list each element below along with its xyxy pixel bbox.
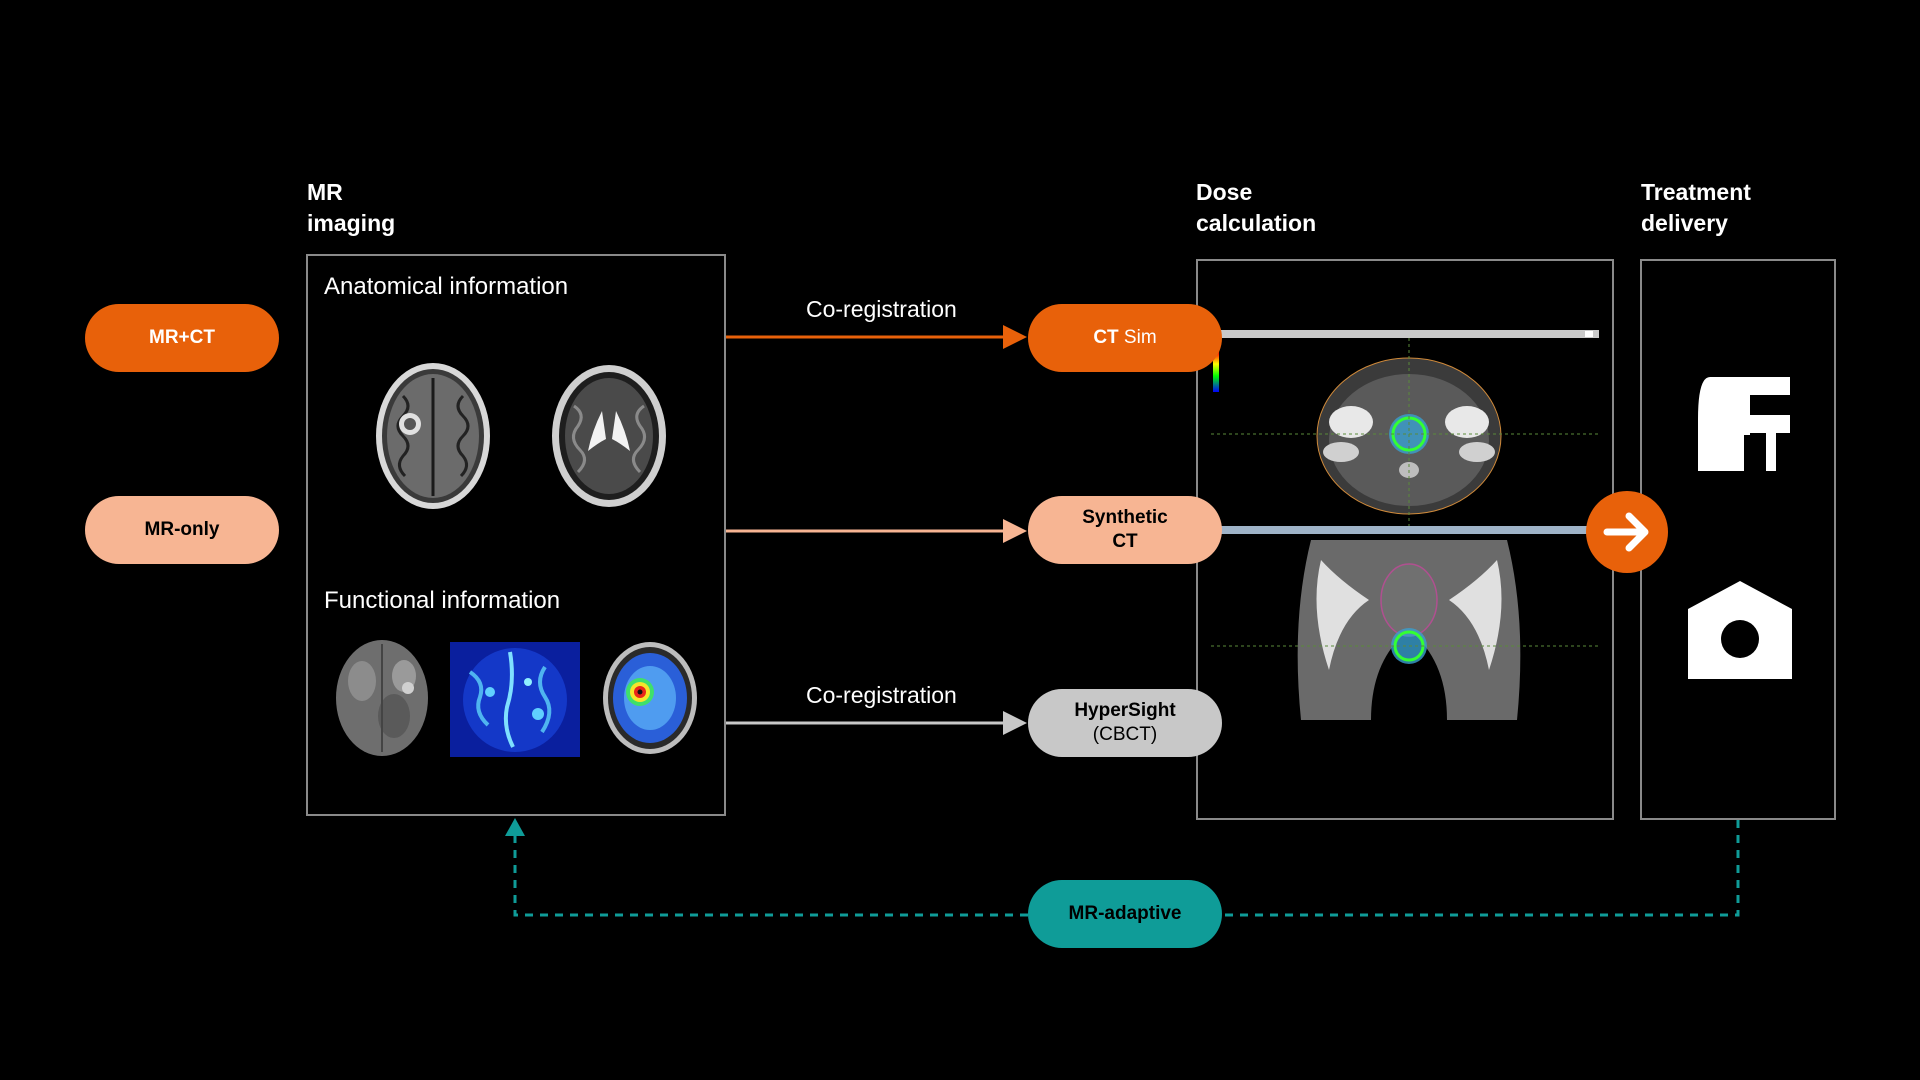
linac-icon [1698,377,1790,471]
mr-only-pill[interactable]: MR-only [85,496,279,564]
treatment-delivery-header: Treatment delivery [1641,177,1751,239]
pill-label: MR-only [144,519,220,540]
pill-label: MR+CT [149,327,215,348]
header-line: MR [307,179,343,205]
mr-imaging-box: Anatomical information Functional inform… [306,254,726,816]
header-line: delivery [1641,210,1728,236]
ct-sim-pill[interactable]: CT Sim [1028,304,1222,372]
forward-arrow-icon[interactable] [1585,490,1669,574]
co-registration-label-top: Co-registration [806,296,957,322]
mr-adaptive-pill[interactable]: MR-adaptive [1028,880,1222,948]
synthetic-ct-pill[interactable]: Synthetic CT [1028,496,1222,564]
pill-label: MR-adaptive [1068,903,1182,924]
pill-label: CT Sim [1093,326,1156,350]
dose-calculation-header: Dose calculation [1196,177,1316,239]
hypersight-pill[interactable]: HyperSight (CBCT) [1028,689,1222,757]
pill-label-line1: HyperSight [1074,700,1176,721]
pill-label-line2: CT [1112,531,1138,552]
t2-brain-image [552,365,666,507]
sim-text: Sim [1118,327,1157,348]
perfusion-map-image [450,642,580,757]
header-line: Dose [1196,179,1253,205]
t1-brain-image [376,363,490,509]
pill-label-line2: (CBCT) [1092,724,1158,745]
dose-calculation-box [1196,259,1614,820]
functional-information-label: Functional information [324,587,561,614]
header-line: imaging [307,210,396,236]
adaptive-loop-right [1210,820,1740,917]
co-registration-label-bottom: Co-registration [806,682,957,708]
anatomical-information-label: Anatomical information [324,273,569,300]
header-line: calculation [1196,210,1317,236]
adaptive-arrowhead [505,818,525,836]
fused-tumor-map-image [603,642,697,754]
ct-bold-text: CT [1093,327,1119,348]
pill-label-line1: Synthetic [1082,507,1168,528]
adaptive-loop-left [513,835,1028,917]
mr-imaging-header: MR imaging [307,177,395,239]
header-line: Treatment [1641,179,1751,205]
dwi-brain-image [336,640,428,756]
mr-ct-pill[interactable]: MR+CT [85,304,279,372]
dose-distribution-screenshot [1211,330,1599,720]
bunker-icon [1688,581,1792,679]
